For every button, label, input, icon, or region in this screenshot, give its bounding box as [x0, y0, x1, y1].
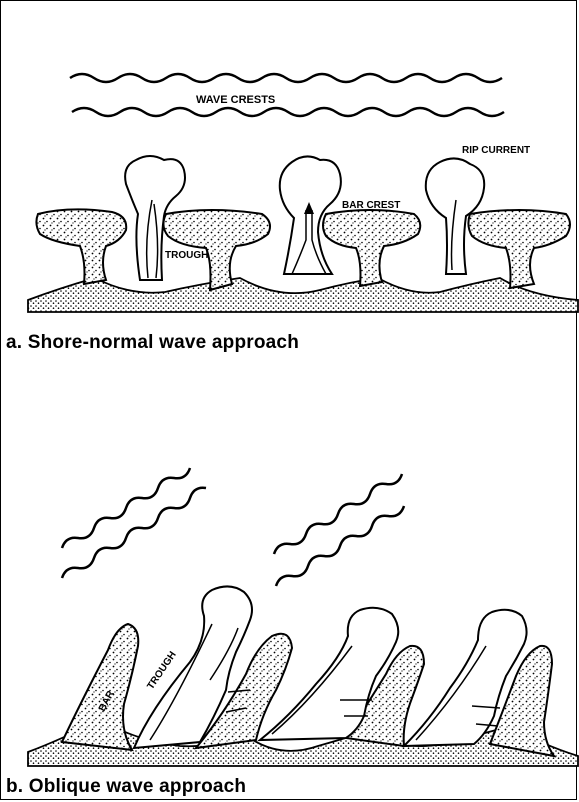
beach-shoreline [28, 278, 578, 312]
wave-crest-line [70, 74, 502, 82]
wave-crest-line [276, 506, 404, 586]
panel-b-caption: b. Oblique wave approach [6, 776, 246, 798]
wave-crests-label: WAVE CRESTS [196, 94, 275, 106]
trough-label: TROUGH [165, 250, 208, 261]
bar-crest-label: BAR CREST [342, 200, 400, 211]
sand-bar [62, 624, 138, 750]
panel-a: WAVE CRESTS RIP CURRENT BAR CREST TROUGH [28, 74, 578, 312]
rip-current-label: RIP CURRENT [462, 145, 530, 156]
sand-bar [323, 210, 420, 286]
wave-crest-line [62, 488, 206, 578]
sand-bar [468, 210, 570, 288]
sand-bar [36, 209, 126, 284]
wave-crest-line [274, 474, 402, 554]
wave-crest-line [72, 108, 504, 116]
panel-a-caption: a. Shore-normal wave approach [6, 332, 299, 354]
panel-b: BAR TROUGH [28, 468, 578, 766]
